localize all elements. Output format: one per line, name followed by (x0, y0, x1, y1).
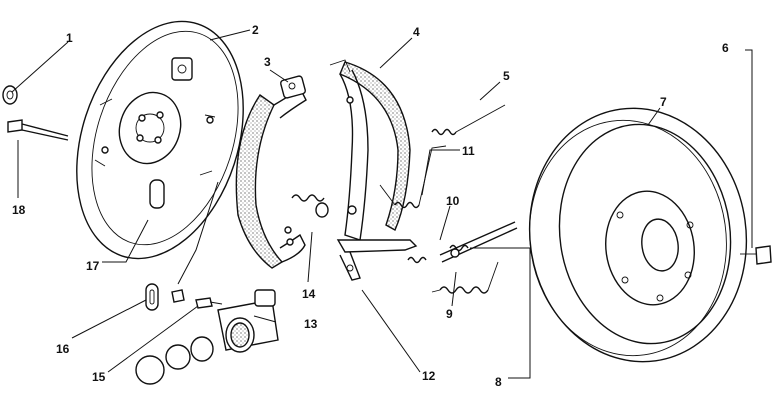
adjuster-spring (431, 104, 506, 136)
brake-shoe-trailing (329, 59, 411, 241)
leader-lines (11, 29, 753, 379)
brake-shoe-leading (235, 75, 307, 269)
hold-down-spring (291, 194, 329, 218)
callout-14: 14 (302, 287, 316, 301)
upper-return-spring (379, 145, 447, 209)
callout-18: 18 (12, 203, 26, 217)
wheel-cylinder (217, 289, 279, 353)
dust-cap (171, 289, 185, 303)
callout-4: 4 (413, 25, 420, 39)
parking-brake-lever (336, 239, 418, 281)
callout-10: 10 (446, 194, 460, 208)
wheel-stud (7, 119, 69, 141)
bleed-screw (195, 297, 223, 309)
cylinder-seals-pistons (135, 336, 214, 385)
callout-15: 15 (92, 370, 106, 384)
shoe-spring (407, 256, 427, 264)
callout-8: 8 (495, 375, 502, 389)
adjuster-strut (439, 221, 518, 263)
callout-16: 16 (56, 342, 70, 356)
lower-return-spring (431, 261, 499, 294)
callout-9: 9 (446, 307, 453, 321)
drum-screw (740, 245, 772, 265)
callout-1: 1 (66, 31, 73, 45)
callout-labels: 1 2 3 4 5 6 7 8 9 10 11 12 13 14 15 16 1… (12, 23, 729, 389)
callout-5: 5 (503, 69, 510, 83)
brake-drum (528, 107, 748, 363)
callout-12: 12 (422, 369, 436, 383)
callout-17: 17 (86, 259, 100, 273)
backing-plate (76, 20, 244, 260)
callout-7: 7 (660, 95, 667, 109)
callout-13: 13 (304, 317, 318, 331)
cylinder-gasket (145, 283, 159, 311)
callout-11: 11 (462, 144, 475, 158)
callout-6: 6 (722, 41, 729, 55)
callout-3: 3 (264, 55, 271, 69)
lock-nut (2, 85, 18, 105)
callout-2: 2 (252, 23, 259, 37)
